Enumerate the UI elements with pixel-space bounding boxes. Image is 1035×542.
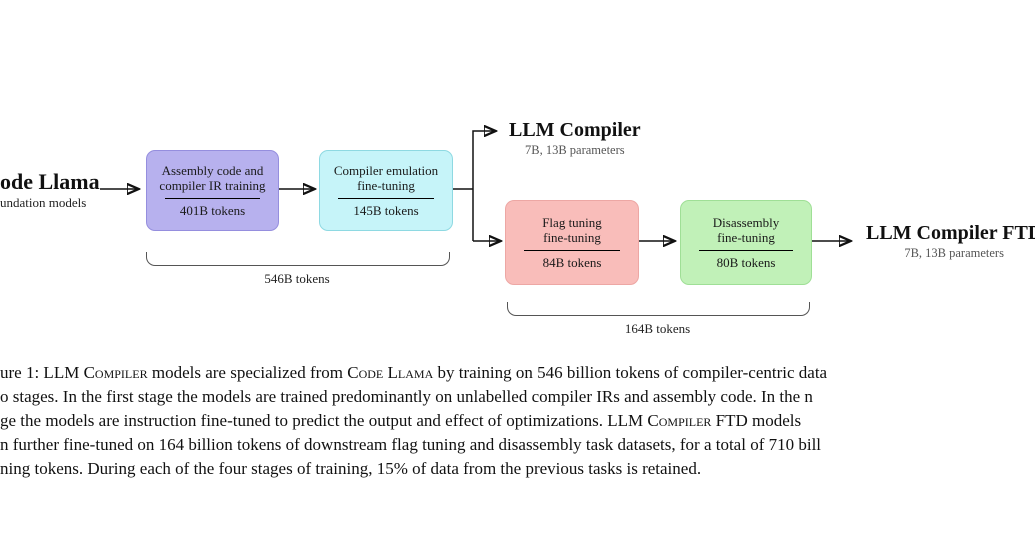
- stage-box-assembly-ir-training: Assembly code and compiler IR training 4…: [146, 150, 279, 231]
- brace-stage1-tokens: [146, 252, 450, 266]
- stage-title-line: Assembly code and: [161, 162, 264, 178]
- separator-line: [165, 197, 260, 199]
- output-llm-compiler-ftd: LLM Compiler FTD 7B, 13B parameters: [866, 222, 1035, 261]
- caption-line: ning tokens. During each of the four sta…: [0, 459, 702, 478]
- separator-line: [699, 249, 793, 251]
- stage-tokens: 401B tokens: [179, 202, 246, 218]
- stage-title-line: fine-tuning: [543, 229, 601, 245]
- caption-line: n further fine-tuned on 164 billion toke…: [0, 435, 822, 454]
- output-parameters: 7B, 13B parameters: [525, 143, 625, 157]
- stage-box-disassembly: Disassembly fine-tuning 80B tokens: [680, 200, 812, 285]
- stage-title-line: Compiler emulation: [333, 162, 439, 178]
- separator-line: [524, 249, 620, 251]
- caption-line: ge the models are instruction fine-tuned…: [0, 411, 802, 430]
- stage-tokens: 145B tokens: [353, 202, 419, 218]
- stage-title-line: Flag tuning: [542, 214, 602, 230]
- stage-title-line: Disassembly: [712, 214, 780, 230]
- foundation-models-label: undation models: [0, 195, 87, 210]
- output-title: LLM Compiler FTD: [866, 222, 1035, 244]
- stage-tokens: 80B tokens: [716, 254, 776, 270]
- stage-box-compiler-emulation: Compiler emulation fine-tuning 145B toke…: [319, 150, 453, 231]
- separator-line: [338, 197, 434, 199]
- brace-stage2-tokens: [507, 302, 810, 316]
- arrow-emulation-branch-up: [451, 131, 495, 241]
- output-parameters: 7B, 13B parameters: [904, 246, 1004, 260]
- stage-title-line: fine-tuning: [717, 229, 775, 245]
- stage-title-line: fine-tuning: [357, 177, 415, 193]
- figure-caption: ure 1: LLM Compiler models are specializ…: [0, 361, 1035, 481]
- brace-label-164b: 164B tokens: [624, 321, 691, 336]
- code-llama-label: ode Llama: [0, 169, 100, 194]
- output-llm-compiler: LLM Compiler 7B, 13B parameters: [509, 119, 641, 158]
- output-title: LLM Compiler: [509, 119, 641, 141]
- stage-box-flag-tuning: Flag tuning fine-tuning 84B tokens: [505, 200, 639, 285]
- caption-line: o stages. In the first stage the models …: [0, 387, 813, 406]
- stage-tokens: 84B tokens: [542, 254, 602, 270]
- stage-title-line: compiler IR training: [159, 177, 266, 193]
- brace-label-546b: 546B tokens: [264, 271, 330, 286]
- caption-line: ure 1: LLM Compiler models are specializ…: [0, 363, 828, 382]
